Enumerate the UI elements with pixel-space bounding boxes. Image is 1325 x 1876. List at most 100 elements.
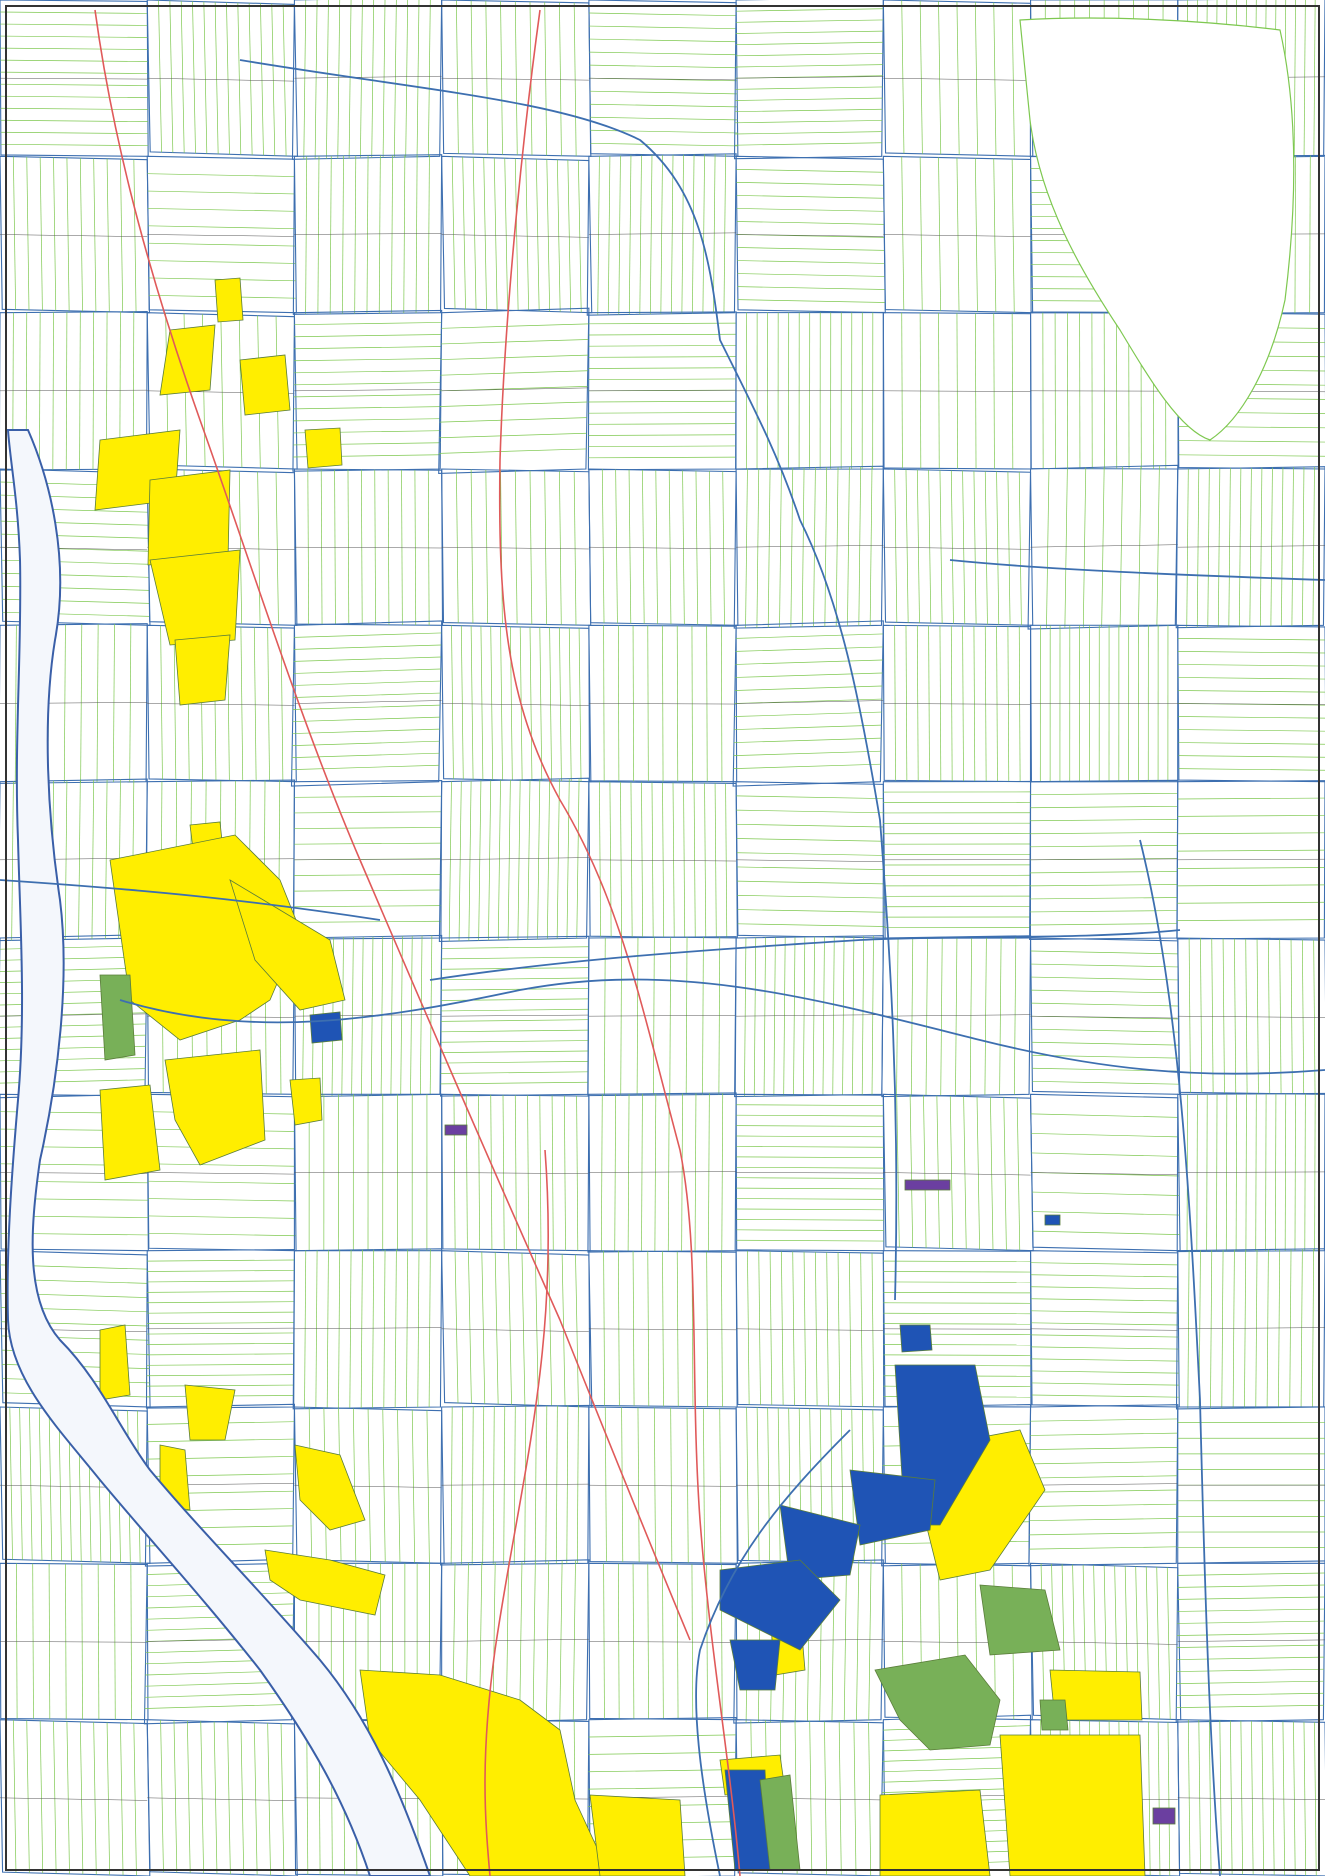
- blue-parcel[interactable]: [849, 1469, 936, 1546]
- parcel-line: [858, 466, 862, 626]
- yellow-parcel[interactable]: [999, 1734, 1146, 1876]
- parcel-line: [735, 19, 884, 23]
- parcel-line: [919, 0, 923, 154]
- block-boundary: [587, 1092, 737, 1253]
- parcel-line: [1145, 1566, 1150, 1719]
- parcel-line: [703, 1408, 705, 1563]
- parcel-line: [615, 469, 618, 624]
- yellow-parcel[interactable]: [149, 549, 241, 646]
- parcel-line: [632, 1563, 635, 1719]
- purple-parcel[interactable]: [444, 1124, 468, 1136]
- parcel-line: [734, 131, 882, 135]
- parcel-divider: [147, 234, 295, 237]
- parcel-line: [451, 156, 456, 309]
- yellow-parcel[interactable]: [109, 834, 301, 1041]
- yellow-parcel[interactable]: [99, 1084, 161, 1181]
- parcel-line: [237, 2, 242, 155]
- parcel-line: [974, 313, 977, 469]
- parcel-line: [104, 779, 108, 939]
- parcel-line: [238, 471, 243, 624]
- parcel-line: [736, 208, 884, 212]
- blue-parcel[interactable]: [899, 1324, 933, 1353]
- parcel-line: [969, 936, 973, 1096]
- yellow-parcel[interactable]: [879, 1789, 991, 1876]
- yellow-parcel[interactable]: [294, 1444, 366, 1531]
- purple-zone-parcels[interactable]: [444, 1124, 1176, 1825]
- parcel-line: [403, 155, 406, 314]
- parcel-line: [468, 780, 472, 941]
- yellow-parcel[interactable]: [147, 469, 231, 566]
- yellow-parcel[interactable]: [264, 1549, 386, 1616]
- parcel-line: [588, 345, 737, 347]
- blue-parcel[interactable]: [719, 1559, 841, 1651]
- blue-parcel[interactable]: [1044, 1214, 1061, 1226]
- block-boundary: [438, 1559, 590, 1724]
- transport-network: [0, 9, 1325, 1876]
- parcel-line: [928, 625, 930, 781]
- parcel-line: [145, 1681, 293, 1687]
- parcel-line: [883, 1312, 1031, 1315]
- green-zone-parcels[interactable]: [99, 974, 1069, 1871]
- parcel-line: [293, 406, 441, 410]
- green-parcel[interactable]: [99, 974, 136, 1061]
- yellow-parcel[interactable]: [99, 1324, 131, 1401]
- yellow-parcel[interactable]: [239, 354, 291, 416]
- parcel-line: [440, 370, 588, 376]
- parcel-line: [671, 154, 674, 314]
- parcel-line: [576, 1095, 579, 1251]
- parcel-line: [92, 311, 95, 470]
- parcel-line: [532, 1561, 536, 1721]
- yellow-parcel[interactable]: [214, 277, 244, 323]
- parcel-line: [1030, 845, 1178, 848]
- parcel-line: [736, 838, 884, 842]
- parcel-line: [736, 795, 884, 799]
- parcel-line: [737, 923, 885, 927]
- parcel-line: [514, 1095, 517, 1250]
- yellow-parcel[interactable]: [304, 427, 343, 469]
- parcel-line: [519, 1561, 523, 1722]
- green-parcel[interactable]: [1039, 1699, 1069, 1731]
- yellow-parcel[interactable]: [164, 1049, 266, 1166]
- yellow-parcel[interactable]: [289, 1077, 323, 1126]
- parcel-line: [621, 1407, 624, 1562]
- parcel-line: [147, 1270, 295, 1272]
- yellow-parcel[interactable]: [184, 1384, 236, 1441]
- yellow-parcel[interactable]: [229, 879, 346, 1011]
- green-parcel[interactable]: [874, 1654, 1001, 1751]
- parcel-line: [990, 1097, 994, 1250]
- yellow-parcel[interactable]: [589, 1794, 686, 1876]
- parcel-line: [478, 1094, 481, 1250]
- purple-parcel[interactable]: [904, 1179, 951, 1191]
- parcel-line: [1177, 651, 1325, 654]
- parcel-line: [1031, 1346, 1179, 1350]
- parcel-line: [427, 470, 430, 626]
- parcel-line: [1177, 1620, 1325, 1624]
- parcel-line: [708, 1093, 710, 1251]
- parcel-line: [544, 470, 547, 625]
- parcel-line: [1014, 936, 1017, 1095]
- purple-parcel[interactable]: [1152, 1807, 1176, 1825]
- green-parcel[interactable]: [979, 1584, 1061, 1656]
- parcel-divider: [1177, 703, 1325, 705]
- parcel-line: [1235, 1093, 1238, 1252]
- parcel-line: [600, 1094, 603, 1252]
- blue-parcel[interactable]: [729, 1639, 781, 1691]
- parcel-line: [1266, 1249, 1269, 1408]
- parcel-line: [670, 1407, 673, 1563]
- parcel-line: [735, 64, 883, 68]
- yellow-parcel[interactable]: [174, 634, 231, 706]
- parcel-line: [1176, 1692, 1324, 1696]
- parcel-line: [304, 1250, 307, 1409]
- blue-parcel[interactable]: [309, 1011, 343, 1044]
- parcel-line: [79, 312, 81, 470]
- parcel-line: [826, 1252, 829, 1407]
- parcel-line: [529, 470, 533, 625]
- parcel-line: [905, 469, 909, 623]
- parcel-line: [120, 1722, 124, 1876]
- parcel-line: [1178, 755, 1325, 758]
- parcel-line: [390, 936, 393, 1096]
- parcel-line: [39, 312, 41, 470]
- parcel-line: [294, 346, 442, 350]
- blue-zone-parcels[interactable]: [309, 1011, 1061, 1871]
